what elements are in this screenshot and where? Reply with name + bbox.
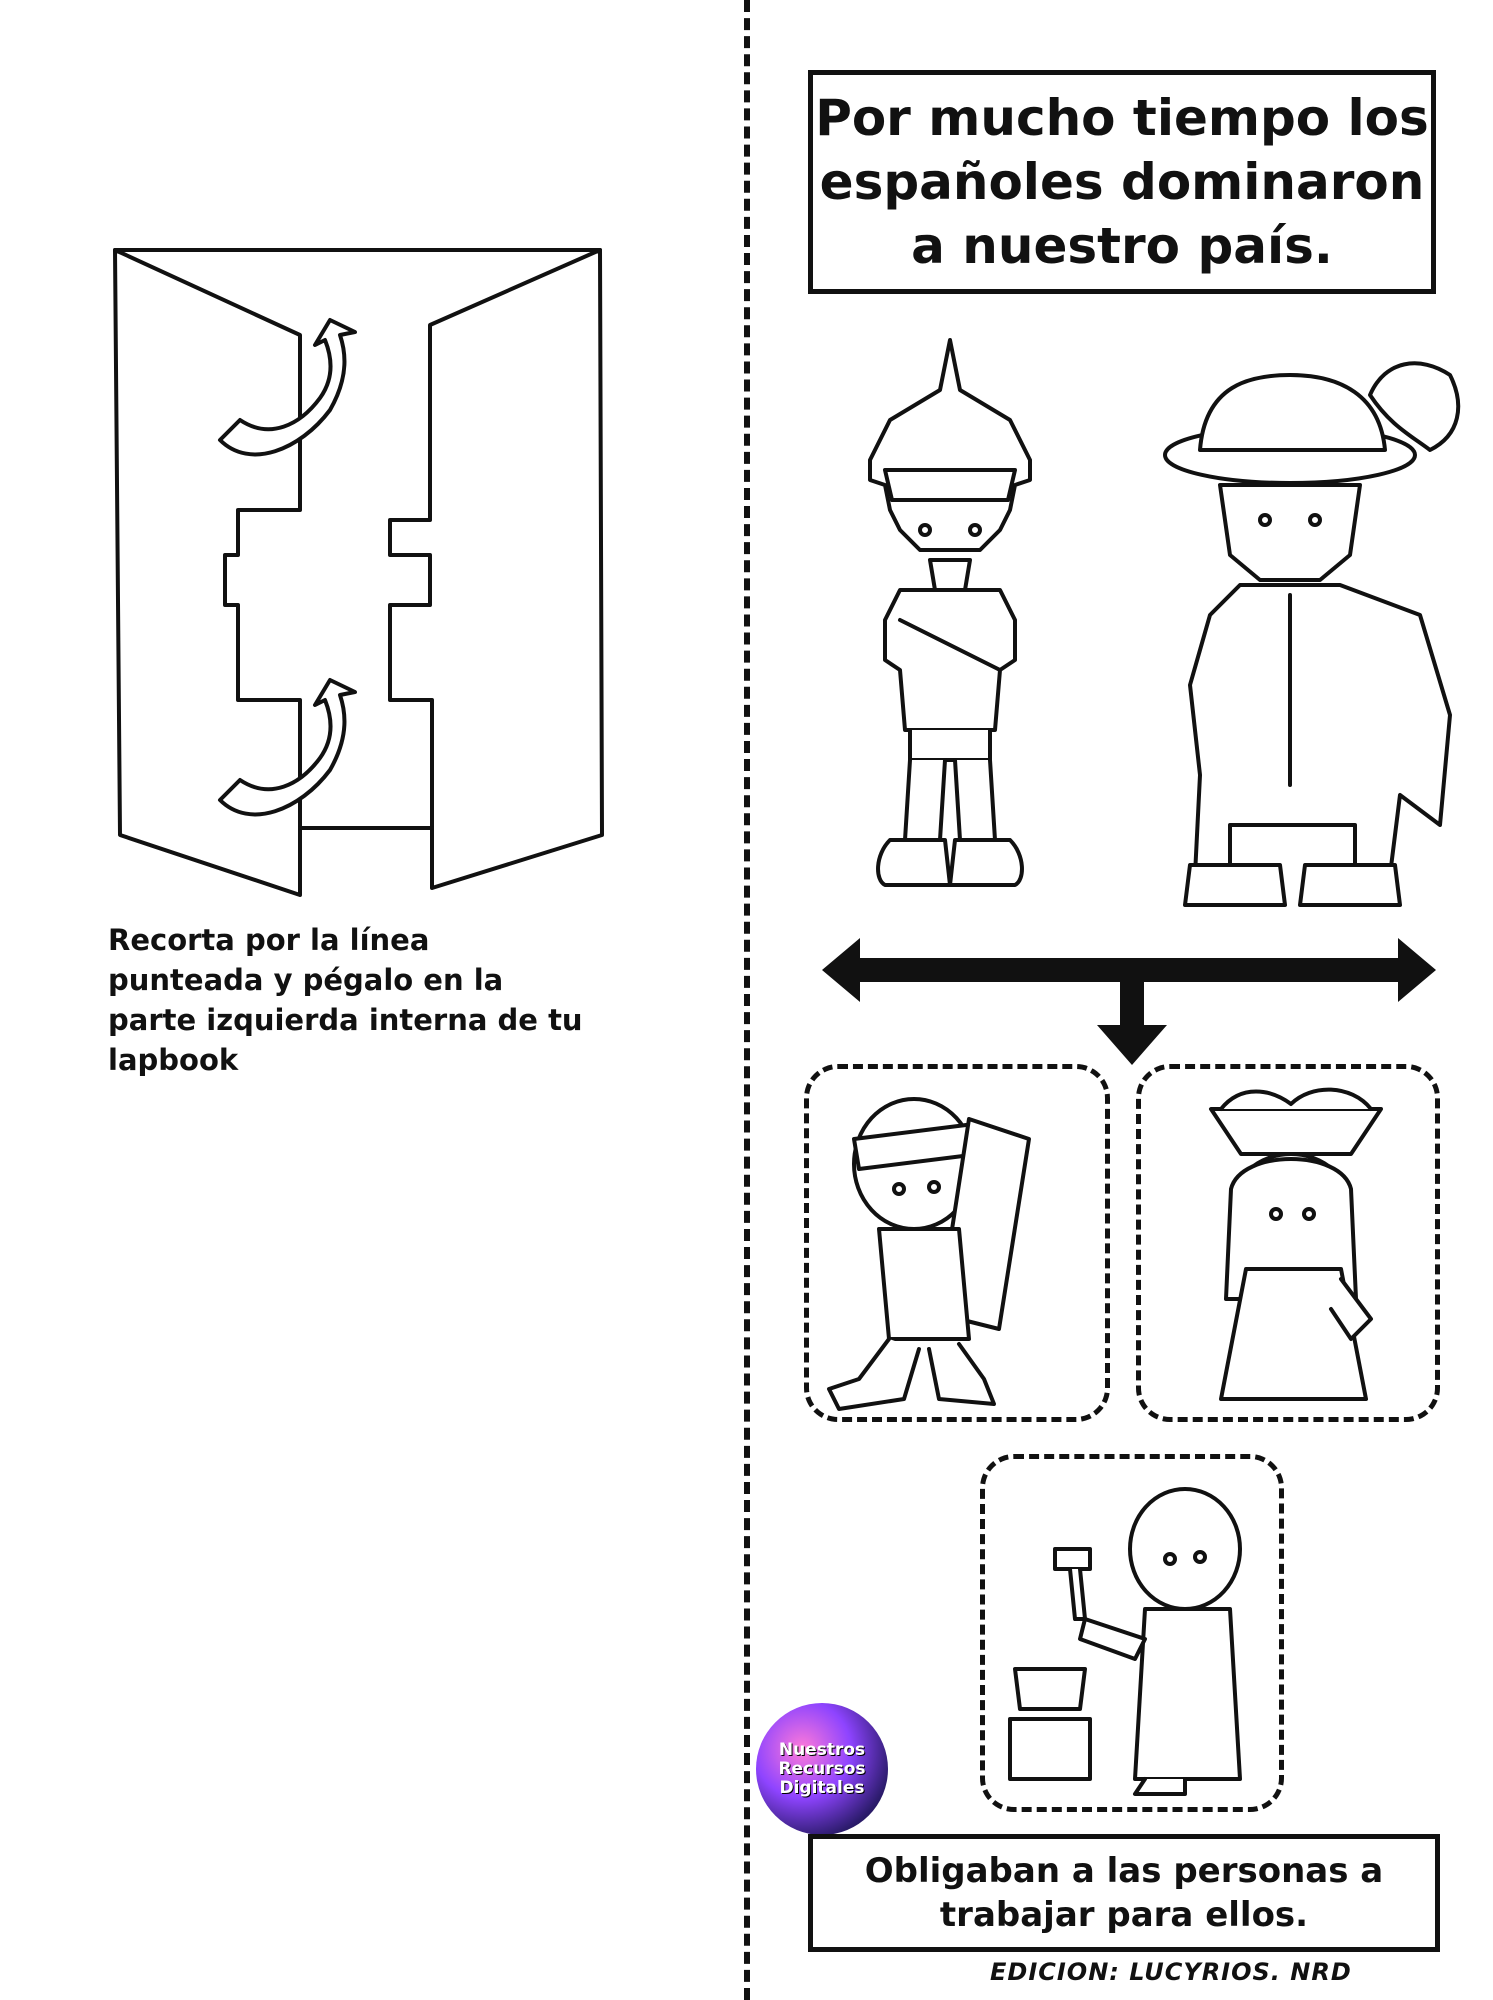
instructions-line-3: parte izquierda interna de tu (108, 1003, 583, 1037)
worker-carrying-basket-illustration (1209, 1087, 1383, 1401)
caption-line-1: Obligaban a las personas a (864, 1851, 1384, 1891)
spanish-soldier-illustration (868, 338, 1032, 887)
instructions-line-2: punteada y pégalo en la (108, 963, 504, 997)
fold-arrow-bottom (218, 678, 357, 817)
title-line-3: a nuestro país. (911, 217, 1333, 275)
logo-line-3: Digitales (779, 1777, 865, 1798)
branch-arrow (822, 938, 1436, 1065)
worker-blacksmith-illustration (1008, 1487, 1242, 1796)
credit-text: EDICION: LUCYRIOS. NRD (990, 1958, 1352, 1986)
instructions-text: Recorta por la línea punteada y pégalo e… (108, 920, 588, 1080)
instructions-line-4: lapbook (108, 1043, 239, 1077)
caption-line-2: trabajar para ellos. (939, 1895, 1309, 1935)
fold-diagram (113, 248, 604, 897)
fold-arrow-top (218, 318, 357, 457)
worker-carrying-basket-box (1136, 1064, 1440, 1422)
brand-logo: Nuestros Recursos Digitales (756, 1703, 888, 1835)
logo-line-1: Nuestros (778, 1739, 866, 1760)
worker-carrying-log-illustration (827, 1097, 1031, 1411)
title-line-2: españoles dominaron (819, 153, 1425, 211)
right-flap (388, 248, 604, 890)
instructions-line-1: Recorta por la línea (108, 923, 430, 957)
caption-box: Obligaban a las personas a trabajar para… (808, 1834, 1440, 1952)
title-line-1: Por mucho tiempo los (815, 89, 1429, 147)
title-box: Por mucho tiempo los españoles dominaron… (808, 70, 1436, 294)
worker-blacksmith-box (980, 1454, 1284, 1812)
worker-carrying-log-box (804, 1064, 1110, 1422)
logo-line-2: Recursos (778, 1758, 866, 1779)
left-flap (113, 248, 302, 897)
double-arrow-icon (822, 938, 1436, 1002)
cut-line (744, 0, 750, 2000)
spanish-noble-illustration (1163, 361, 1461, 907)
down-arrow-icon (1097, 982, 1167, 1065)
